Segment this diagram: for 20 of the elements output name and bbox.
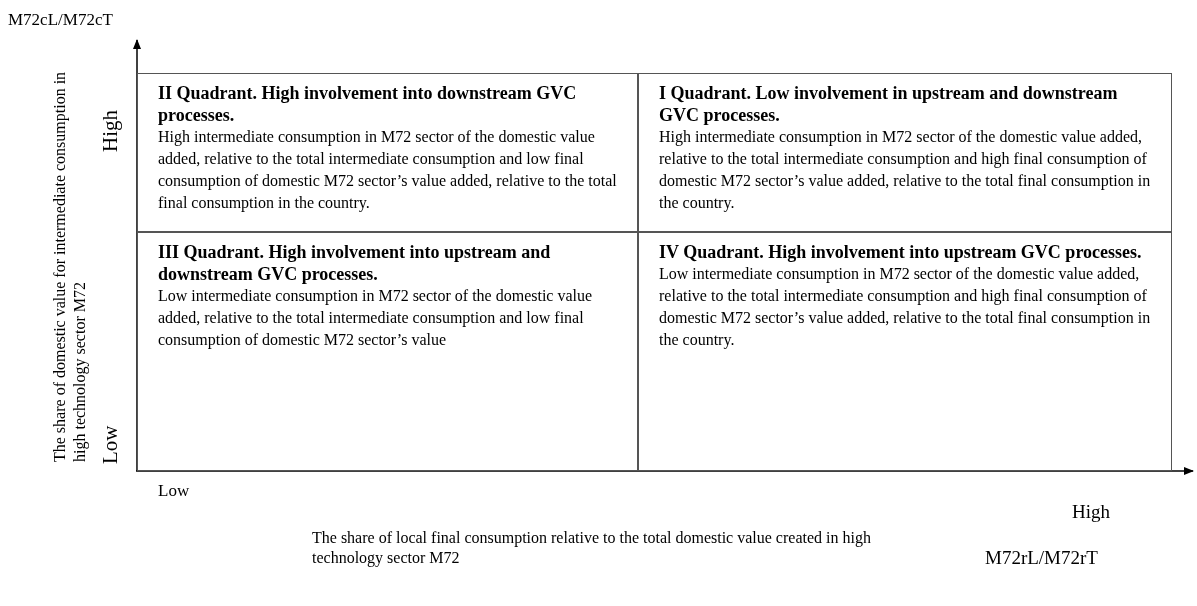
quadrant-heading: III Quadrant. High involvement into upstream and downstream GVC processes.: [158, 241, 552, 285]
quadrant-heading: IV Quadrant. High involvement into upstream GVC processes.: [659, 241, 1143, 263]
axis-tick-label: High: [100, 110, 120, 152]
axis-title: The share of local final consumption relative to the total domestic value created in high technology sector M72: [312, 528, 872, 568]
axis-title: M72rL/M72rT: [985, 548, 1098, 568]
axis-tick-label: Low: [100, 425, 120, 464]
quadrant-box: [638, 73, 1172, 232]
axis-title: M72cL/M72cT: [8, 10, 113, 30]
quadrant-description: Low intermediate consumption in M72 sector of the domestic value added, relative to the total intermediate consumption and high final consumption of domestic M72 sector’s value added, relative to the total final consumption in the country.: [659, 264, 1152, 351]
quadrant-box: [137, 73, 638, 232]
quadrant-box: [638, 232, 1172, 471]
axis-title: The share of domestic value for intermediate consumption in high technology sector M72: [50, 70, 90, 462]
axis-tick-label: Low: [158, 481, 190, 501]
quadrant-description: High intermediate consumption in M72 sector of the domestic value added, relative to the total intermediate consumption and low final consumption of domestic M72 sector’s value added, relative to the total final consumption in the country.: [158, 127, 618, 214]
quadrant-heading: II Quadrant. High involvement into downstream GVC processes.: [158, 82, 578, 126]
quadrant-description: High intermediate consumption in M72 sector of the domestic value added, relative to the total intermediate consumption and high final consumption of domestic M72 sector’s value added, relative to the total final consumption in the country.: [659, 127, 1152, 214]
quadrant-box: [137, 232, 638, 471]
axis-tick-label: High: [1072, 502, 1110, 522]
quadrant-description: Low intermediate consumption in M72 sector of the domestic value added, relative to the total intermediate consumption and low final consumption of domestic M72 sector’s value: [158, 286, 594, 351]
quadrant-heading: I Quadrant. Low involvement in upstream and downstream GVC processes.: [659, 82, 1119, 126]
